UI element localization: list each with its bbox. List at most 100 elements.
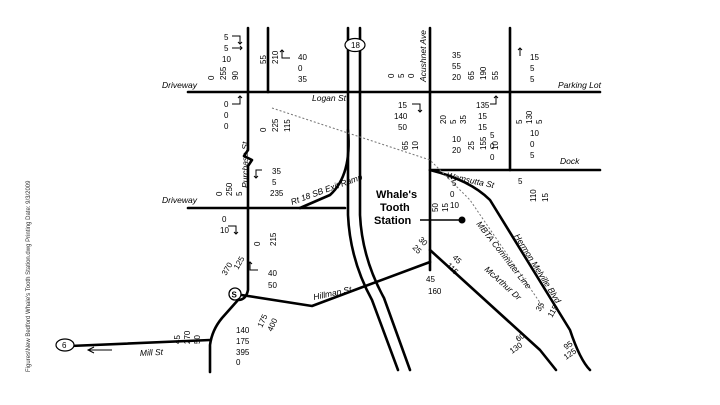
- arrow-icon: [253, 169, 262, 179]
- volume-label: 0: [215, 191, 224, 196]
- road-hillman-st: [233, 260, 432, 308]
- volume-label: 0: [490, 153, 495, 162]
- volume-label: 65: [401, 141, 410, 150]
- volume-label: 25: [467, 141, 476, 150]
- volume-label: 210: [271, 50, 280, 64]
- volume-label: 0: [224, 111, 229, 120]
- volume-label: 155: [479, 136, 488, 150]
- volume-label: 125: [232, 254, 247, 271]
- street-mill: Mill St: [140, 347, 164, 358]
- volume-label: 55: [452, 62, 461, 71]
- volume-label: 0: [387, 73, 396, 78]
- volume-label: 20: [452, 146, 461, 155]
- volume-label: 0: [207, 75, 216, 80]
- volume-label: 55: [259, 55, 268, 64]
- rt6-shield-icon: [55, 338, 75, 352]
- volume-label: 115: [283, 119, 292, 132]
- volume-label: 395: [236, 348, 250, 357]
- volume-label: 50: [268, 281, 277, 290]
- signal-label: S: [232, 291, 238, 300]
- volume-label: 0: [224, 122, 229, 131]
- volume-label: 45: [173, 335, 182, 344]
- volume-label: 35: [272, 167, 281, 176]
- volume-label: 90: [231, 71, 240, 80]
- volume-label: 20: [439, 115, 448, 124]
- volume-label: 10: [220, 226, 229, 235]
- volume-label: 10: [452, 135, 461, 144]
- volume-label: 45: [426, 275, 435, 284]
- street-driveway-top: Driveway: [162, 80, 198, 90]
- volume-label: 130: [525, 110, 534, 124]
- station-title-line2: Tooth: [380, 202, 410, 214]
- volume-label: 5: [490, 131, 495, 140]
- volume-label: 15: [441, 203, 450, 212]
- mbta-rail-line: [271, 107, 546, 311]
- arrow-icon: [232, 45, 243, 51]
- volume-label: 175: [236, 337, 250, 346]
- street-driveway-mid: Driveway: [162, 195, 198, 205]
- volume-label: 35: [452, 51, 461, 60]
- volume-label: 15: [398, 101, 407, 110]
- street-parking-lot: Parking Lot: [558, 80, 602, 90]
- arrow-icon: [412, 103, 423, 113]
- turning-arrows: [228, 35, 523, 271]
- volume-label: 5: [452, 179, 457, 188]
- volume-label: 0: [253, 241, 262, 246]
- volume-label: 5: [530, 75, 535, 84]
- volume-label: 225: [271, 118, 280, 132]
- volume-label: 190: [479, 66, 488, 80]
- volume-label: 5: [397, 73, 406, 78]
- volume-label: 35: [459, 115, 468, 124]
- volume-label: 370: [220, 260, 235, 277]
- arrow-icon: [247, 261, 258, 271]
- volume-label: 0: [224, 100, 229, 109]
- volume-label: 15: [530, 53, 539, 62]
- rt18-shield-label: 18: [351, 41, 360, 50]
- volume-label: 35: [298, 75, 307, 84]
- arrow-icon: [228, 225, 239, 235]
- volume-label: 5: [224, 44, 229, 53]
- signal-icon: [228, 287, 242, 301]
- volume-label: 0: [222, 215, 227, 224]
- side-note: Figures\New Bedford Whale's Tooth Statio…: [26, 180, 32, 372]
- rt18-highway-west: [346, 26, 400, 372]
- volume-label: 0: [450, 190, 455, 199]
- volume-label: 110: [529, 189, 538, 202]
- volume-label: 5: [530, 64, 535, 73]
- volume-label: 15: [478, 112, 487, 121]
- street-acushnet: Acushnet Ave: [418, 30, 428, 83]
- volume-label: 40: [268, 269, 277, 278]
- volume-label: 160: [428, 287, 442, 296]
- rt18-shield-icon: [344, 37, 366, 53]
- volume-label: 10: [450, 201, 459, 210]
- volume-label: 140: [394, 112, 408, 121]
- volume-label: 270: [183, 330, 192, 344]
- arrow-icon: [232, 35, 243, 45]
- volume-label: 50: [398, 123, 407, 132]
- volume-label: 250: [225, 182, 234, 196]
- rt18-highway-east: [358, 26, 412, 372]
- volume-label: 0: [530, 140, 535, 149]
- volume-label: 50: [431, 203, 440, 212]
- street-logan: Logan St: [312, 93, 347, 103]
- street-dock: Dock: [560, 156, 580, 166]
- volume-label: 5: [535, 119, 544, 124]
- volume-label: 130: [508, 340, 525, 355]
- volume-label: 5: [530, 151, 535, 160]
- volume-label: 50: [193, 335, 202, 344]
- volume-label: 15: [478, 123, 487, 132]
- road-purchase-st: [208, 26, 254, 374]
- volume-label: 0: [407, 73, 416, 78]
- volume-label: 5: [224, 33, 229, 42]
- road-wamsutta: [428, 168, 592, 372]
- road-mcarthur-dr: [428, 248, 558, 372]
- volume-label: 40: [298, 53, 307, 62]
- volume-label: 10: [530, 129, 539, 138]
- volume-label: 0: [298, 64, 303, 73]
- volume-label: 5: [272, 178, 277, 187]
- volume-label: 140: [236, 326, 250, 335]
- rt6-shield-label: 6: [62, 341, 67, 350]
- volume-label: 0: [490, 142, 495, 151]
- road-mill-st: [68, 338, 212, 348]
